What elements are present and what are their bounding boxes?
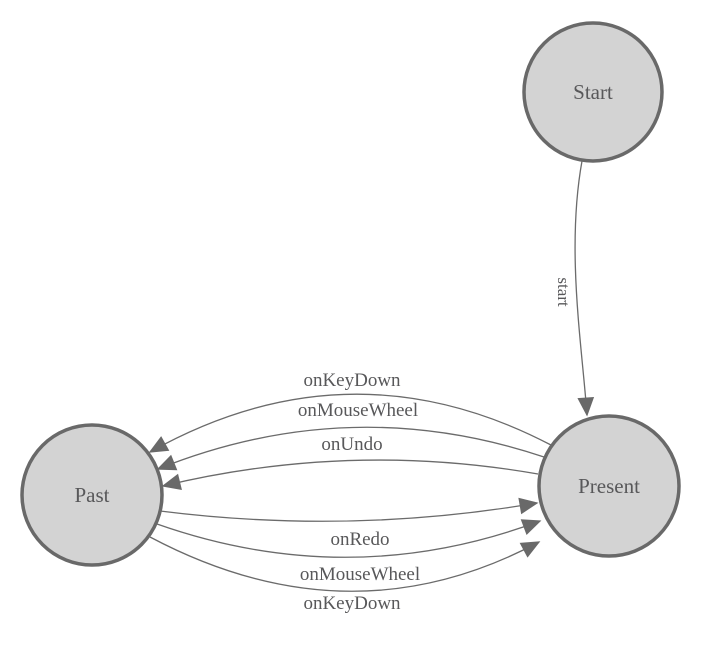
- past-node-label: Past: [74, 483, 109, 507]
- past-node-circle: [20, 423, 164, 567]
- edge-past-to-present-onredo: [159, 497, 539, 522]
- edge-past-to-present-onmousewheel: [156, 519, 542, 558]
- state-node-start: Start: [522, 21, 664, 163]
- edge-label-onredo: onRedo: [330, 529, 389, 550]
- present-node-circle: [537, 414, 681, 558]
- edge-label-onkeydown-bottom: onKeyDown: [303, 593, 401, 614]
- edge-past-to-present-onkeydown: [149, 536, 541, 592]
- state-node-present: Present: [537, 414, 681, 558]
- edge-label-onundo: onUndo: [321, 434, 382, 455]
- edge-present-to-past-onundo: [161, 459, 539, 491]
- present-node-label: Present: [578, 474, 640, 498]
- edge-label-onmousewheel-top: onMouseWheel: [298, 400, 418, 421]
- edge-start-to-present: [574, 160, 595, 417]
- edge-present-to-past-onmousewheel: [156, 426, 545, 471]
- edge-label-onkeydown-top: onKeyDown: [303, 370, 401, 391]
- start-node-label: Start: [573, 80, 613, 104]
- start-node-circle: [522, 21, 664, 163]
- state-node-past: Past: [20, 423, 164, 567]
- edge-label-start: start: [554, 277, 573, 307]
- edge-present-to-past-onkeydown: [148, 393, 552, 453]
- edge-label-onmousewheel-bottom: onMouseWheel: [300, 564, 420, 585]
